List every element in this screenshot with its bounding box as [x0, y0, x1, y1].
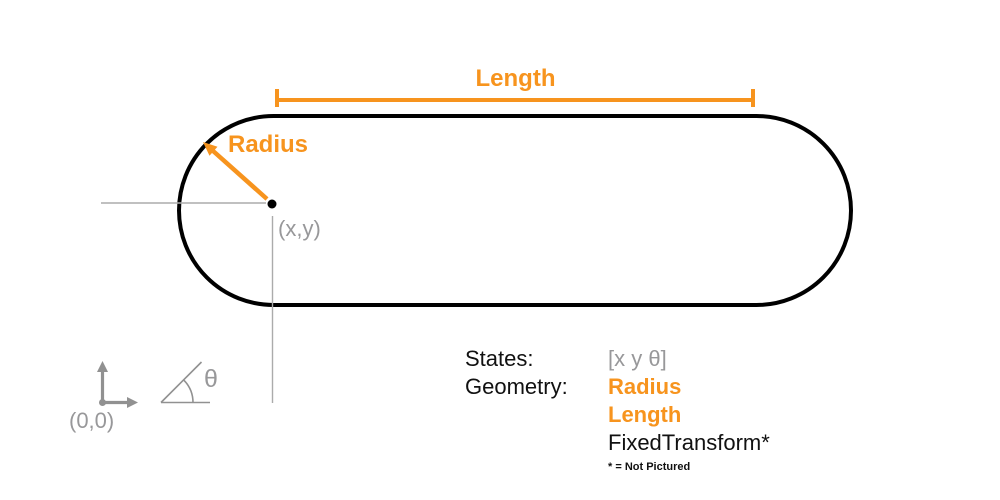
radius-line: [210, 148, 269, 201]
origin-label: (0,0): [69, 408, 115, 433]
theta-label: θ: [204, 365, 218, 393]
legend-spacer-1: [465, 401, 608, 429]
legend: States: [x y θ] Geometry: Radius Length …: [465, 345, 770, 474]
capsule-outline: [177, 114, 853, 307]
angle-arc: [183, 379, 194, 403]
length-dimension: [275, 89, 755, 107]
legend-footnote: * = Not Pictured: [608, 461, 691, 473]
legend-spacer-3: [465, 457, 608, 474]
angle-figure-icon: [160, 361, 210, 404]
center-point-label: (x,y): [278, 216, 321, 241]
x-axis-arrowhead-icon: [127, 397, 138, 408]
coordinate-axes-icon: [97, 361, 138, 408]
legend-geometry-length: Length: [608, 402, 682, 427]
legend-geometry-radius: Radius: [608, 374, 682, 399]
radius-label: Radius: [228, 131, 309, 158]
origin-dot: [99, 399, 106, 406]
legend-states-label: States:: [465, 346, 534, 371]
radius-arrow: [203, 142, 269, 201]
angle-hypotenuse-line: [160, 361, 203, 404]
length-label: Length: [475, 65, 556, 92]
legend-geometry-label: Geometry:: [465, 374, 568, 399]
legend-spacer-2: [465, 429, 608, 457]
legend-states-value: [x y θ]: [608, 346, 667, 371]
legend-geometry-fixed-transform: FixedTransform*: [608, 430, 770, 455]
radius-arrowhead-icon: [203, 142, 218, 156]
y-axis-arrowhead-icon: [97, 361, 108, 372]
center-point-dot: [267, 199, 277, 209]
